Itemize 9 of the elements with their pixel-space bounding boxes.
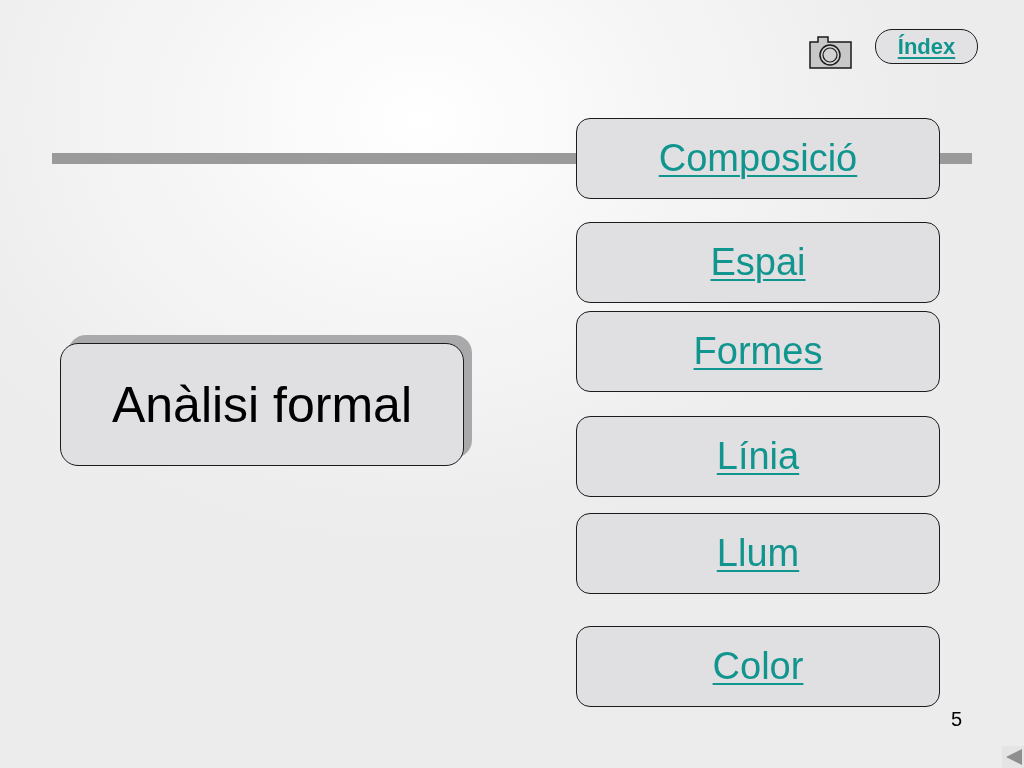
page-number: 5 (951, 709, 963, 729)
link-button: Composició (576, 118, 940, 199)
index-link-button: Índex (875, 29, 978, 64)
title-box: Anàlisi formal (60, 343, 464, 466)
link-button: Color (576, 626, 940, 707)
link-button: Formes (576, 311, 940, 392)
link-button: Línia (576, 416, 940, 497)
link-button: Espai (576, 222, 940, 303)
link-button: Llum (576, 513, 940, 594)
